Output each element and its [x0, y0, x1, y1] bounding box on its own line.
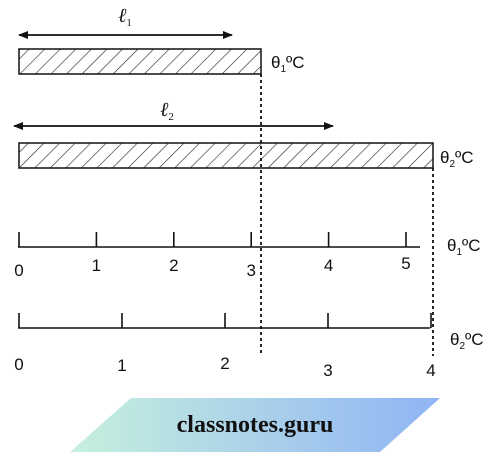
scale-2-tick-label: 3 — [323, 361, 332, 380]
scale-2-ticks: 0 1 2 3 4 — [14, 313, 436, 380]
rod-1-bar — [18, 48, 262, 75]
rod-1-length-label: ℓ1 — [118, 5, 132, 29]
rod-2-temperature-label: θ2ºC — [440, 148, 474, 170]
rod-1-temperature-label: θ1ºC — [271, 53, 305, 75]
scale-1-tick-label: 0 — [14, 261, 23, 280]
scale-1-tick-label: 1 — [92, 256, 101, 275]
scale-1-tick-label: 5 — [401, 254, 410, 273]
classnotes-watermark: classnotes.guru — [70, 398, 440, 452]
rod-2: ℓ2 θ2ºC — [13, 99, 474, 170]
scale-2: 0 1 2 3 4 θ2ºC — [14, 313, 484, 380]
rod-1: ℓ1 θ1ºC — [18, 5, 305, 75]
scale-2-tick-label: 2 — [220, 354, 229, 373]
scale-1: 0 1 2 3 4 5 θ1ºC — [14, 232, 481, 280]
scale-1-tick-label: 4 — [324, 256, 333, 275]
scale-1-tick-label: 3 — [246, 261, 255, 280]
scale-2-tick-label: 1 — [117, 356, 126, 375]
scale-2-tick-label: 4 — [426, 361, 435, 380]
scale-2-tick-label: 0 — [14, 355, 23, 374]
rod-2-bar — [18, 142, 434, 169]
rod-2-length-label: ℓ2 — [160, 99, 174, 123]
scale-2-temperature-label: θ2ºC — [450, 330, 484, 352]
scale-1-temperature-label: θ1ºC — [447, 236, 481, 258]
scale-1-ticks: 0 1 2 3 4 5 — [14, 232, 411, 280]
watermark-banner — [70, 398, 440, 452]
watermark-text: classnotes.guru — [177, 412, 334, 438]
scale-1-tick-label: 2 — [169, 256, 178, 275]
